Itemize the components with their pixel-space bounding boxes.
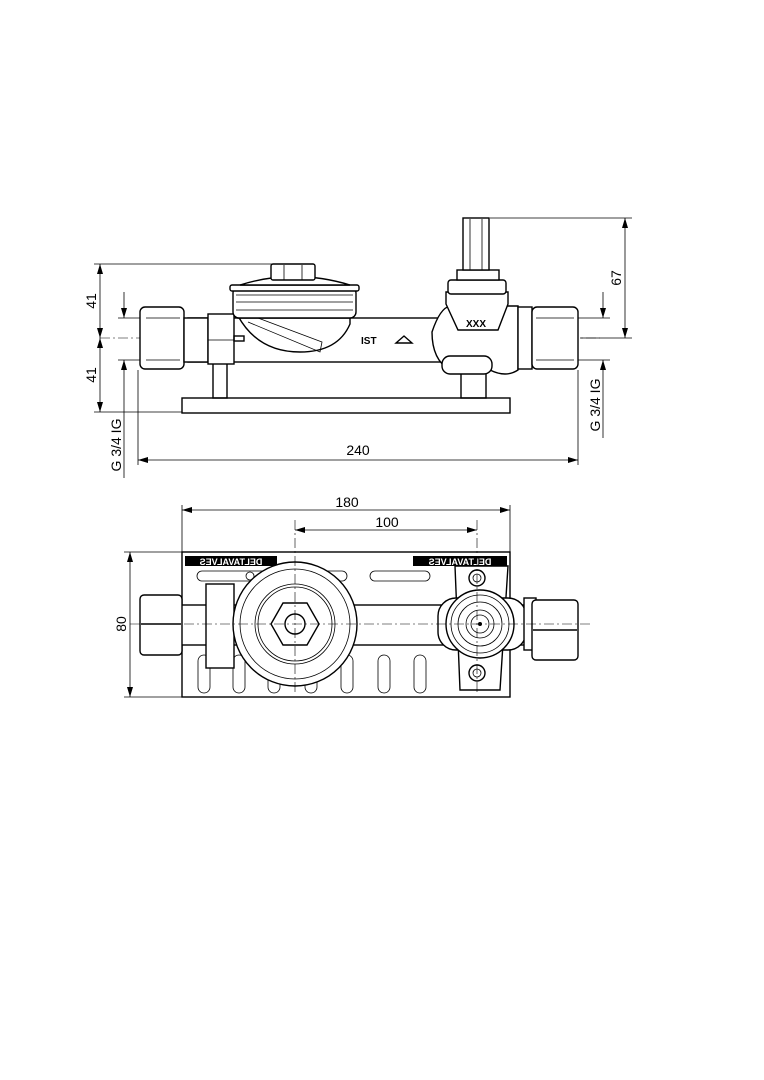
flow-arrow-icon — [394, 335, 414, 344]
dimension-lines — [94, 217, 632, 478]
mounting-plate — [181, 397, 511, 414]
dim-height-right: 67 — [608, 270, 624, 286]
side-view: IST XXX — [83, 217, 632, 478]
leg-left — [212, 361, 228, 399]
fitting-right-top — [523, 597, 579, 661]
body-marking: IST — [361, 336, 377, 347]
plate-logo-right: DELTAVALVES — [413, 556, 507, 567]
dim-length: 240 — [346, 442, 370, 458]
dim-plate-width: 180 — [335, 494, 359, 510]
top-view: DELTAVALVES DELTAVALVES — [113, 494, 590, 698]
valve-marking: XXX — [466, 319, 486, 330]
thread-right-label: G 3/4 IG — [587, 379, 603, 432]
dim-center-distance: 100 — [375, 514, 399, 530]
thread-left-label: G 3/4 IG — [108, 419, 124, 472]
filter-housing — [229, 263, 360, 353]
valve-right: XXX — [431, 217, 519, 375]
fitting-left — [139, 306, 245, 370]
dim-bottom-left: 41 — [83, 367, 99, 383]
fitting-right — [517, 306, 579, 370]
fitting-left-top — [139, 583, 235, 669]
valve-top — [437, 565, 527, 691]
dim-plate-depth: 80 — [113, 616, 129, 632]
dimension-lines-top — [124, 505, 511, 698]
dim-top-left: 41 — [83, 293, 99, 309]
plate-logo-left: DELTAVALVES — [185, 556, 277, 567]
svg-text:DELTAVALVES: DELTAVALVES — [200, 557, 263, 567]
svg-text:DELTAVALVES: DELTAVALVES — [429, 557, 492, 567]
